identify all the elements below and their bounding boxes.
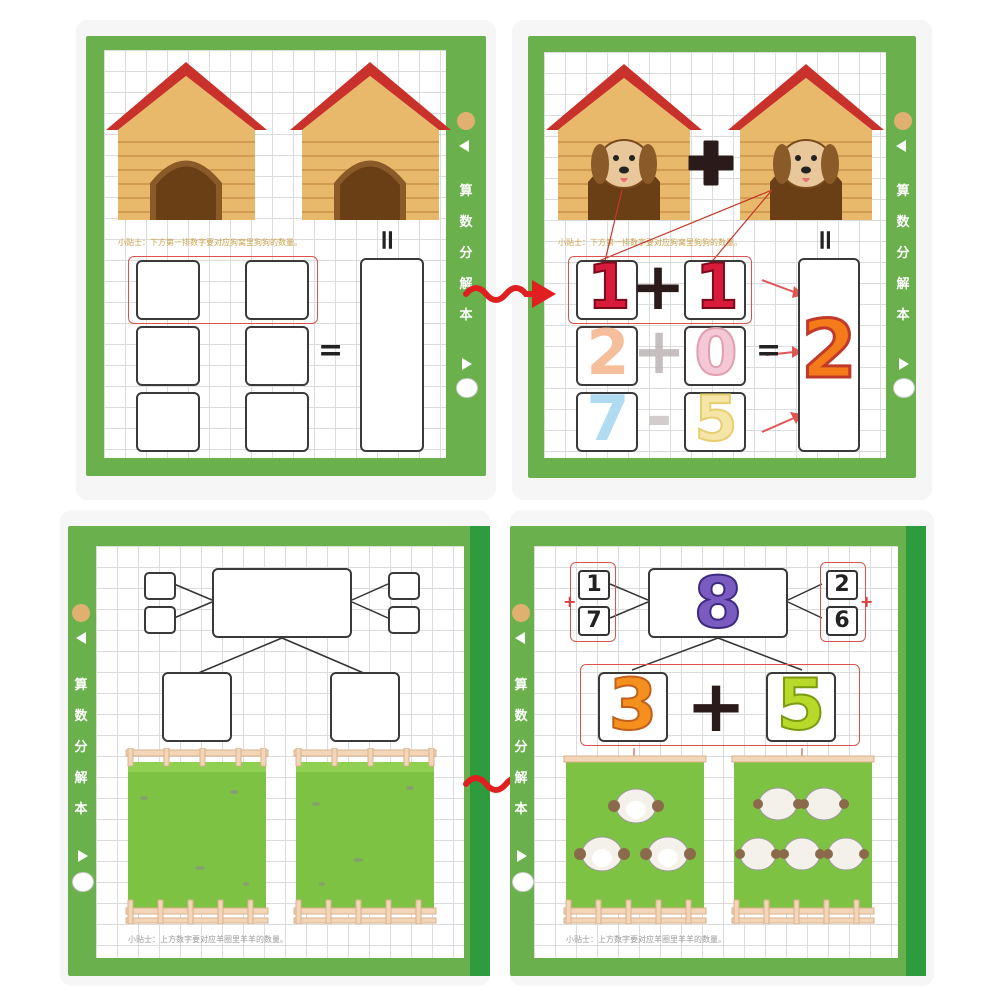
small-box-left-bottom[interactable] — [144, 606, 176, 634]
side-label: 算数分解本 — [74, 678, 88, 817]
sheep-avatar-icon — [512, 872, 534, 892]
magnet-number-1[interactable]: 1 — [694, 250, 739, 323]
tip-text: 小贴士：下方第一排数字要对应狗窝里狗狗的数量。 — [118, 238, 302, 247]
side-label: 算数分解本 — [896, 184, 910, 323]
magnet-number-7[interactable]: 7 — [586, 382, 630, 455]
result-box[interactable] — [798, 258, 860, 452]
right-pair-top[interactable]: 2 — [826, 570, 858, 600]
answer-box-3a[interactable] — [136, 392, 200, 452]
magnet-number-5[interactable]: 5 — [776, 664, 827, 746]
answer-box-2a[interactable] — [136, 326, 200, 386]
arrow-up-icon[interactable] — [76, 632, 86, 644]
answer-box-2b[interactable] — [245, 326, 309, 386]
answer-box-1a[interactable] — [136, 260, 200, 320]
arrow-down-icon[interactable] — [462, 358, 472, 370]
sheep-avatar-icon — [893, 378, 915, 398]
sum-row-frame — [580, 664, 860, 746]
answer-box-1a[interactable] — [576, 260, 638, 320]
sheep-pen-left — [125, 748, 269, 924]
magnet-operator-plus[interactable]: + — [630, 248, 686, 325]
small-box-right-bottom[interactable] — [388, 606, 420, 634]
row-frame — [128, 256, 318, 324]
arrow-up-icon[interactable] — [515, 632, 525, 644]
arrow-up-icon[interactable] — [896, 140, 906, 152]
answer-box-1b[interactable] — [684, 260, 746, 320]
result-box[interactable] — [360, 258, 424, 452]
plus-icon-dog — [688, 140, 734, 186]
row-frame — [568, 256, 752, 324]
part-box-right[interactable] — [766, 672, 836, 742]
left-pair-top[interactable]: 1 — [578, 570, 610, 600]
sheep-avatar-icon — [456, 378, 478, 398]
sheep-avatar-icon — [72, 872, 94, 892]
tip-text: 小贴士：下方第一排数字要对应狗窝里狗狗的数量。 — [558, 238, 742, 247]
right-plus-mark: + — [860, 592, 874, 611]
squiggle-arrow-icon — [463, 280, 556, 308]
magnet-total-number[interactable]: 8 — [693, 562, 744, 644]
dog-avatar-icon — [457, 112, 475, 130]
equal-sign-mid: = — [756, 333, 782, 368]
tip-text: 小贴士：上方数字要对应羊圈里羊羊的数量。 — [566, 935, 726, 944]
magnet-number-0[interactable]: 0 — [693, 316, 738, 389]
small-box-left-top[interactable] — [144, 572, 176, 600]
arrow-down-icon[interactable] — [517, 850, 527, 862]
right-pair-frame — [820, 562, 866, 642]
answer-box-2a[interactable] — [576, 326, 638, 386]
tip-text: 小贴士：上方数字要对应羊圈里羊羊的数量。 — [128, 935, 288, 944]
answer-box-3b[interactable] — [245, 392, 309, 452]
sheep-pen-right — [293, 748, 437, 924]
equal-sign-mid: = — [318, 333, 344, 368]
dog-avatar-icon — [894, 112, 912, 130]
answer-box-3a[interactable] — [576, 392, 638, 452]
dog-house-right — [290, 62, 451, 220]
arrow-up-icon[interactable] — [459, 140, 469, 152]
magnet-number-5[interactable]: 5 — [693, 382, 738, 455]
right-pair-bottom[interactable]: 6 — [826, 606, 858, 636]
answer-box-3b[interactable] — [684, 392, 746, 452]
page-spine — [906, 526, 926, 976]
answer-box-2b[interactable] — [684, 326, 746, 386]
top-total-box[interactable] — [648, 568, 788, 638]
sheep-pen-left-filled — [563, 748, 707, 924]
decomposition-lines — [173, 583, 389, 675]
sheep-pen-right-filled — [731, 748, 875, 924]
magnet-number-3[interactable]: 3 — [608, 664, 659, 746]
left-pair-bottom[interactable]: 7 — [578, 606, 610, 636]
dog-avatar-icon — [72, 604, 90, 622]
arrow-down-icon[interactable] — [78, 850, 88, 862]
equal-sign-top: = — [371, 228, 405, 252]
magnet-result-number[interactable]: 2 — [800, 303, 859, 396]
answer-box-1b[interactable] — [245, 260, 309, 320]
left-pair-frame — [570, 562, 616, 642]
magnet-number-2[interactable]: 2 — [586, 316, 630, 389]
dog-avatar-icon — [512, 604, 530, 622]
part-box-left[interactable] — [162, 672, 232, 742]
magnet-operator-plus[interactable]: + — [632, 315, 686, 389]
magnet-number-1[interactable]: 1 — [586, 250, 631, 323]
dog-house-left — [106, 62, 267, 220]
magnet-operator-minus[interactable]: - — [645, 381, 673, 455]
dog-house-with-dog-right — [728, 64, 884, 220]
small-box-right-top[interactable] — [388, 572, 420, 600]
side-label: 算数分解本 — [514, 678, 528, 817]
magnet-operator-plus[interactable]: + — [685, 664, 747, 748]
top-total-box[interactable] — [212, 568, 352, 638]
part-box-left[interactable] — [598, 672, 668, 742]
arrow-down-icon[interactable] — [899, 358, 909, 370]
page-spine — [470, 526, 490, 976]
part-box-right[interactable] — [330, 672, 400, 742]
dog-house-with-dog-left — [546, 64, 702, 220]
left-plus-mark: + — [563, 592, 577, 611]
